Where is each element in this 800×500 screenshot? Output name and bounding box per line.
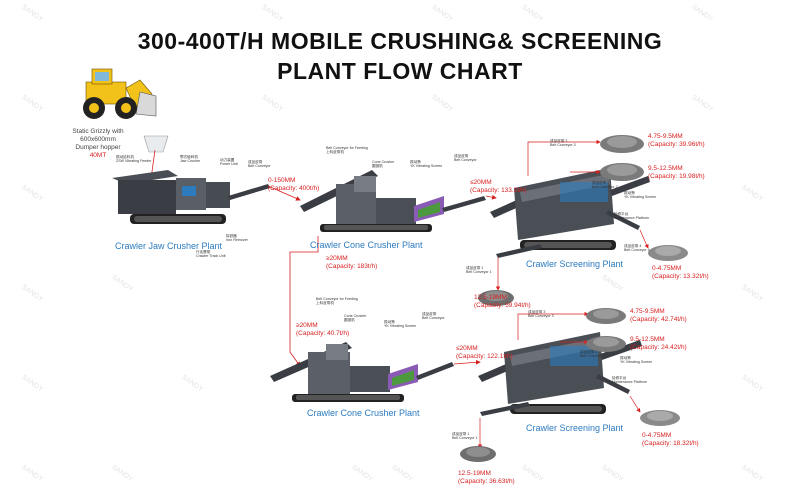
dumper-hopper-icon bbox=[143, 135, 169, 153]
cone-crusher-plant-2-label: Crawler Cone Crusher Plant bbox=[307, 408, 420, 418]
product-label: 4.75-9.5MM(Capacity: 42.74t/h) bbox=[630, 308, 687, 323]
jaw-crusher-plant-label: Crawler Jaw Crusher Plant bbox=[115, 241, 223, 251]
cone-crusher-plant-1-image bbox=[300, 170, 486, 232]
gravel-pile-icon bbox=[586, 308, 626, 324]
feeder-label-4: 40MT bbox=[89, 152, 107, 159]
product-label: 9.5-12.5MM(Capacity: 19.98t/h) bbox=[648, 165, 705, 180]
gravel-pile-icon bbox=[600, 135, 644, 153]
product-label: 9.5-12.5MM(Capacity: 24.42t/h) bbox=[630, 336, 687, 351]
flow-label-cone2-out: ≤20MM(Capacity: 122.1t/h) bbox=[456, 345, 513, 360]
wheel-loader-icon bbox=[83, 68, 157, 119]
product-label: 0-4.75MM(Capacity: 18.32t/h) bbox=[642, 432, 699, 447]
gravel-pile-icon bbox=[640, 410, 680, 426]
screening-plant-2-image bbox=[478, 332, 642, 416]
gravel-pile-icon bbox=[478, 290, 514, 306]
gravel-pile-icon bbox=[648, 245, 688, 261]
feeder-label-2: 600x600mm bbox=[80, 136, 116, 143]
feeder-label-1: Static Grizzly with bbox=[72, 128, 124, 135]
cone-crusher-plant-2-image bbox=[270, 342, 454, 402]
gravel-pile-icon bbox=[586, 336, 626, 352]
page-subtitle: PLANT FLOW CHART bbox=[277, 58, 523, 84]
flow-label-cone1-out: ≤20MM(Capacity: 133.2t/h) bbox=[470, 179, 527, 194]
screening-plant-1-label: Crawler Screening Plant bbox=[526, 259, 624, 269]
screening-plant-1-image bbox=[490, 168, 650, 258]
feeder-label-3: Dumper hopper bbox=[75, 144, 121, 151]
jaw-crusher-plant-image bbox=[112, 170, 270, 224]
product-label: 0-4.75MM(Capacity: 13.32t/h) bbox=[652, 265, 709, 280]
product-label: 12.5-19MM(Capacity: 36.63t/h) bbox=[458, 470, 515, 485]
gravel-pile-icon bbox=[460, 446, 496, 462]
flow-label-cone2-in: ≥20MM(Capacity: 40.7t/h) bbox=[296, 322, 350, 337]
product-label: 12.5-19MM(Capacity: 59.94t/h) bbox=[474, 294, 531, 309]
flow-label-return: ≥20MM(Capacity: 183t/h) bbox=[326, 255, 378, 270]
screening-plant-2-label: Crawler Screening Plant bbox=[526, 423, 624, 433]
flow-label-jaw-out: 0-150MM(Capacity: 400t/h) bbox=[268, 177, 320, 192]
cone-crusher-plant-1-label: Crawler Cone Crusher Plant bbox=[310, 240, 423, 250]
gravel-pile-icon bbox=[600, 163, 644, 181]
page-title: 300-400T/H MOBILE CRUSHING& SCREENING bbox=[137, 28, 663, 54]
product-label: 4.75-9.5MM(Capacity: 39.96t/h) bbox=[648, 133, 705, 148]
